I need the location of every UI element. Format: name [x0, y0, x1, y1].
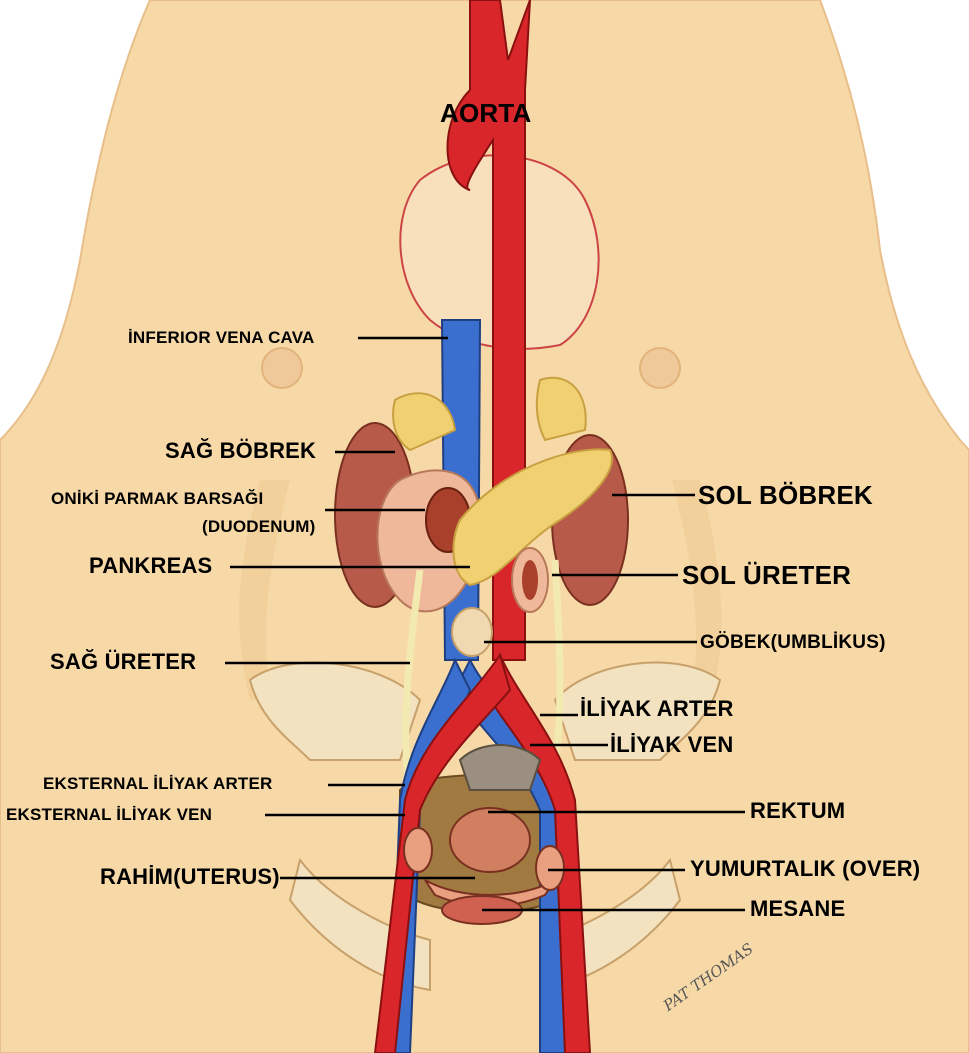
label-sag-bobrek: SAĞ BÖBREK [165, 440, 316, 462]
label-gobek: GÖBEK(UMBLİKUS) [700, 633, 886, 652]
right-ovary [404, 828, 432, 872]
rectum [450, 808, 530, 872]
label-iliyak-arter: İLİYAK ARTER [580, 698, 734, 720]
label-inferior-vena-cava: İNFERIOR VENA CAVA [128, 329, 315, 346]
left-nipple [640, 348, 680, 388]
label-eksternal-iliyak-arter: EKSTERNAL İLİYAK ARTER [43, 775, 273, 792]
label-yumurtalik: YUMURTALIK (OVER) [690, 858, 920, 880]
label-oniki-parmak-line2: (DUODENUM) [202, 518, 315, 535]
label-eksternal-iliyak-ven: EKSTERNAL İLİYAK VEN [6, 806, 212, 823]
label-mesane: MESANE [750, 898, 845, 920]
label-sol-ureter: SOL ÜRETER [682, 562, 851, 588]
label-sol-bobrek: SOL BÖBREK [698, 482, 873, 508]
left-ovary [536, 846, 564, 890]
label-aorta: AORTA [440, 100, 532, 126]
label-iliyak-ven: İLİYAK VEN [610, 734, 733, 756]
label-rahim: RAHİM(UTERUS) [100, 866, 280, 888]
label-pankreas: PANKREAS [89, 555, 212, 577]
label-oniki-parmak-line1: ONİKİ PARMAK BARSAĞI [51, 490, 263, 507]
label-sag-ureter: SAĞ ÜRETER [50, 651, 196, 673]
right-nipple [262, 348, 302, 388]
umbilicus [452, 608, 492, 656]
label-rektum: REKTUM [750, 800, 845, 822]
